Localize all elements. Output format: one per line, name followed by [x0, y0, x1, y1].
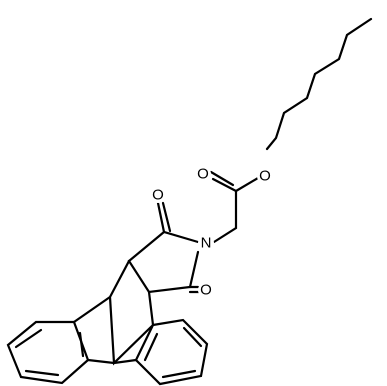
left-aromatic-inner [14, 328, 85, 377]
atom-labels: O O N O O [150, 166, 273, 299]
oxygen-ester-carbonyl-label: O [195, 166, 211, 183]
lower-bridge [86, 358, 138, 365]
oxygen-bottom-carbonyl-label: O [198, 282, 214, 299]
right-aromatic-inner [143, 326, 203, 379]
bridge-bonds [72, 259, 155, 366]
svg-text:O: O [259, 168, 271, 185]
imide-top-c-double-o [156, 201, 172, 234]
svg-text:O: O [152, 187, 164, 204]
hexyl-chain [265, 17, 373, 151]
ester-o-c-bond [234, 176, 260, 193]
imide-bottom-c-double-o [188, 285, 201, 294]
svg-text:O: O [200, 282, 212, 299]
svg-text:O: O [197, 166, 209, 183]
ch2-link [212, 189, 238, 244]
imide-ring [127, 230, 200, 294]
nitrogen-imide-label: N [198, 235, 214, 252]
ester-c-double-o [209, 170, 238, 193]
bond-lines [6, 17, 373, 386]
oxygen-ester-ether-label: O [257, 168, 273, 185]
svg-text:N: N [201, 235, 212, 252]
oxygen-top-carbonyl-label: O [150, 187, 166, 204]
